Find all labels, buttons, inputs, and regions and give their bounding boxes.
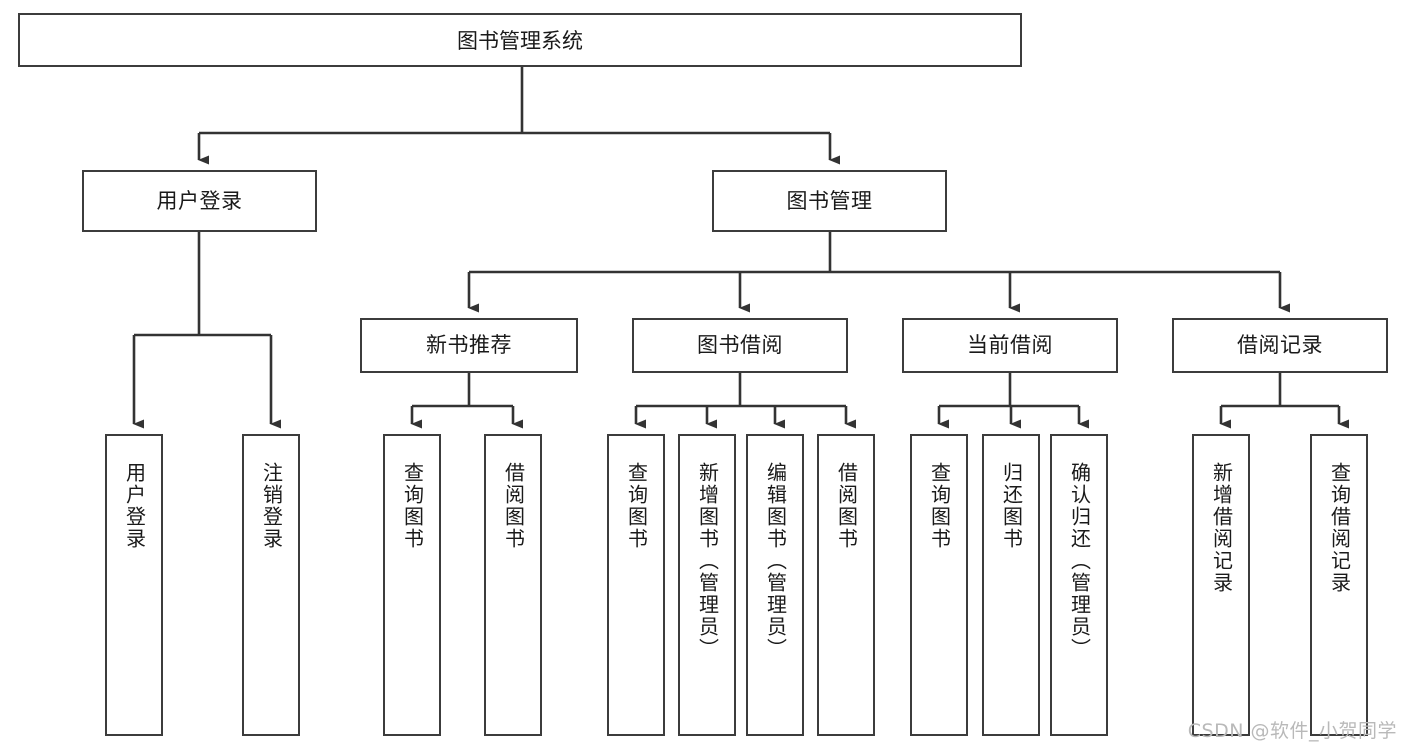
leaf-nb-query-book-label: 查询图书 [400,462,425,550]
node-root-label: 图书管理系统 [457,29,583,53]
leaf-bb-query-book-label: 查询图书 [624,462,649,550]
leaf-bb-query-book[interactable]: 查询图书 [607,434,665,736]
leaf-cb-confirm-return-admin[interactable]: 确认归还（管理员） [1050,434,1108,736]
leaf-cb-query-book[interactable]: 查询图书 [910,434,968,736]
node-new-book-recommend-label: 新书推荐 [426,333,512,358]
leaf-user-login[interactable]: 用户登录 [105,434,163,736]
leaf-bb-borrow-book-label: 借阅图书 [834,462,859,550]
leaf-nb-borrow-book-label: 借阅图书 [501,462,526,550]
node-current-borrow-label: 当前借阅 [967,333,1053,358]
leaf-cb-confirm-return-admin-label: 确认归还（管理员） [1067,462,1092,660]
leaf-br-add-record[interactable]: 新增借阅记录 [1192,434,1250,736]
leaf-user-login-label: 用户登录 [122,462,147,550]
leaf-br-query-record-label: 查询借阅记录 [1327,462,1352,594]
leaf-bb-add-book-admin-label: 新增图书（管理员） [695,462,720,660]
leaf-br-query-record[interactable]: 查询借阅记录 [1310,434,1368,736]
leaf-br-add-record-label: 新增借阅记录 [1209,462,1234,594]
leaf-bb-borrow-book[interactable]: 借阅图书 [817,434,875,736]
leaf-nb-query-book[interactable]: 查询图书 [383,434,441,736]
leaf-cb-return-book[interactable]: 归还图书 [982,434,1040,736]
node-borrow-record[interactable]: 借阅记录 [1172,318,1388,373]
leaf-bb-add-book-admin[interactable]: 新增图书（管理员） [678,434,736,736]
node-book-management[interactable]: 图书管理 [712,170,947,232]
leaf-logout-label: 注销登录 [259,462,284,550]
node-user-login[interactable]: 用户登录 [82,170,317,232]
node-current-borrow[interactable]: 当前借阅 [902,318,1118,373]
leaf-bb-edit-book-admin[interactable]: 编辑图书（管理员） [746,434,804,736]
leaf-cb-return-book-label: 归还图书 [999,462,1024,550]
node-book-borrow-label: 图书借阅 [697,333,783,358]
leaf-nb-borrow-book[interactable]: 借阅图书 [484,434,542,736]
leaf-bb-edit-book-admin-label: 编辑图书（管理员） [763,462,788,660]
leaf-cb-query-book-label: 查询图书 [927,462,952,550]
node-book-management-label: 图书管理 [786,188,873,213]
node-user-login-label: 用户登录 [156,188,243,213]
leaf-logout[interactable]: 注销登录 [242,434,300,736]
node-new-book-recommend[interactable]: 新书推荐 [360,318,578,373]
node-borrow-record-label: 借阅记录 [1237,333,1323,358]
node-book-borrow[interactable]: 图书借阅 [632,318,848,373]
watermark: CSDN @软件_小贺同学 [1187,720,1397,742]
node-root[interactable]: 图书管理系统 [18,13,1022,67]
